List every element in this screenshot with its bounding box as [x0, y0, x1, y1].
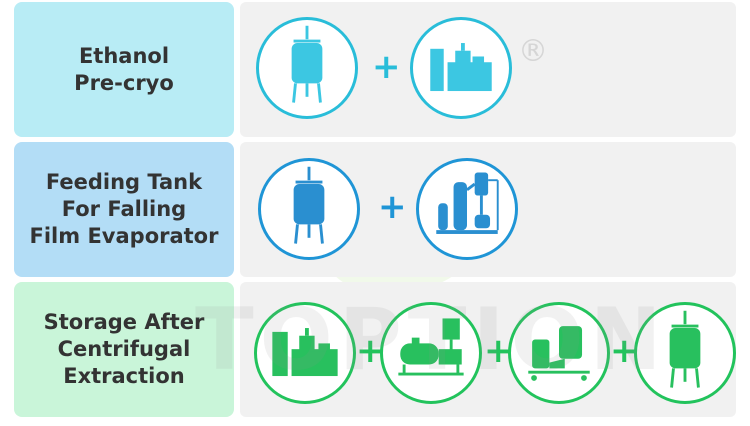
plus-sign: + [610, 331, 639, 371]
chiller-unit-icon [254, 302, 356, 404]
row-label: Ethanol Pre-cryo [14, 2, 234, 137]
row-storage-after-centrifugal: Storage After Centrifugal Extraction + [0, 282, 750, 417]
row-label: Storage After Centrifugal Extraction [14, 282, 234, 417]
vacuum-pump-icon [380, 302, 482, 404]
falling-film-evaporator-icon [416, 158, 518, 260]
row-feeding-tank: Feeding Tank For Falling Film Evaporator… [0, 142, 750, 277]
plus-sign: + [356, 331, 385, 371]
plus-sign: + [484, 331, 513, 371]
centrifuge-icon [508, 302, 610, 404]
reactor-tank-icon [634, 302, 736, 404]
reactor-tank-icon [258, 158, 360, 260]
row-ethanol-pre-cryo: Ethanol Pre-cryo + ® [0, 2, 750, 137]
chiller-unit-icon [410, 17, 512, 119]
plus-sign: + [372, 47, 401, 87]
row-label: Feeding Tank For Falling Film Evaporator [14, 142, 234, 277]
plus-sign: + [378, 187, 407, 227]
reactor-tank-icon [256, 17, 358, 119]
registered-mark: ® [518, 34, 548, 69]
